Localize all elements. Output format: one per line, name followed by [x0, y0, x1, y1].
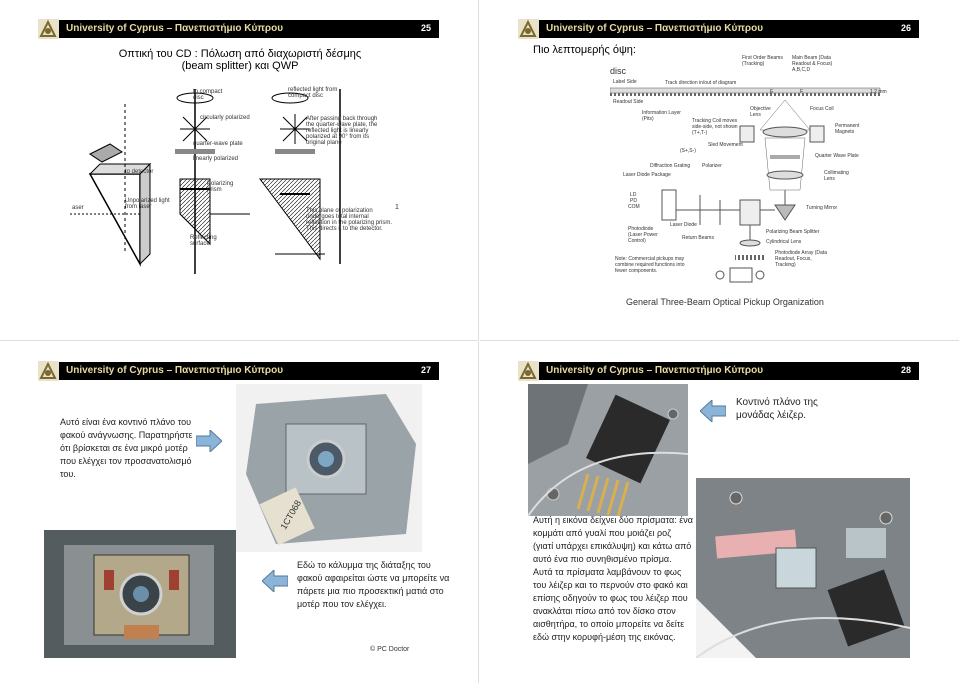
slide-header: University of Cyprus – Πανεπιστήμιο Κύπρ…	[518, 361, 919, 381]
label-diffraction-grating: Diffraction Grating	[650, 163, 691, 169]
label-plane-of-polarization: This plane of polarization undergoes tot…	[306, 208, 393, 232]
label-thickness: 1.2 mm	[870, 89, 887, 95]
motor-text: Εδώ το κάλυμμα της διάταξης του φακού αφ…	[297, 560, 450, 609]
label-ld: LD	[630, 192, 637, 198]
label-mark: 1	[395, 204, 399, 211]
label-reflected-light: reflected light from compact disc	[288, 87, 338, 99]
slide-number: 26	[900, 23, 911, 33]
title-line-1: Οπτική του CD : Πόλωση από διαχωριστή δέ…	[118, 48, 362, 60]
lens-closeup-photo: 1CT068	[236, 384, 422, 552]
slide-28: University of Cyprus – Πανεπιστήμιο Κύπρ…	[480, 342, 959, 683]
arrow-right-icon	[196, 430, 222, 452]
label-to-detector: to detector	[125, 169, 154, 175]
slide-title: Οπτική του CD : Πόλωση από διαχωριστή δέ…	[60, 48, 420, 72]
label-after-passing-back: After passing back through the quarter-w…	[306, 116, 378, 146]
label-unpolarized-light: Unpolarized light from laser	[125, 198, 170, 210]
label-label-side: Label Side	[613, 79, 637, 85]
university-logo	[518, 19, 539, 39]
label-note: Note: Commercial pickups may combine req…	[615, 256, 685, 274]
label-objective-lens: Objective Lens	[750, 106, 771, 118]
label-polarizer: Polarizer	[702, 163, 722, 169]
cd-optics-diagram	[70, 89, 341, 274]
prisms-photo	[696, 478, 910, 658]
slide-27: University of Cyprus – Πανεπιστήμιο Κύπρ…	[0, 342, 479, 683]
label-reflecting-surface: Reflecting surface	[190, 235, 217, 247]
label-f: F	[800, 89, 804, 95]
university-logo	[518, 361, 539, 381]
lens-motor-photo	[44, 530, 236, 658]
label-quarter-wave-plate: quarter-wave plate	[193, 141, 243, 147]
lens-closeup-text: Αυτό είναι ένα κοντινό πλάνο του φακού α…	[60, 417, 193, 479]
label-linearly-polarized: linearly polarized	[193, 156, 239, 162]
slide-number: 28	[900, 365, 911, 375]
university-name: University of Cyprus – Πανεπιστήμιο Κύπρ…	[546, 365, 764, 376]
title-line-2: (beam splitter) και QWP	[181, 60, 299, 72]
label-disc: disc	[610, 66, 627, 76]
label-sled-s: (S+,S-)	[680, 148, 696, 154]
credit: © PC Doctor	[370, 646, 410, 653]
label-qwp: Quarter Wave Plate	[815, 153, 859, 159]
slide-header: University of Cyprus – Πανεπιστήμιο Κύπρ…	[518, 19, 919, 39]
university-name: University of Cyprus – Πανεπιστήμιο Κύπρ…	[66, 23, 284, 34]
label-photodiode-array: Photodiode Array (Data Readout, Focus, T…	[775, 250, 827, 268]
slide-title: Πιο λεπτομερής όψη:	[533, 44, 636, 56]
university-name: University of Cyprus – Πανεπιστήμιο Κύπρ…	[66, 365, 284, 376]
label-cylindrical-lens: Cylindrical Lens	[766, 239, 802, 245]
arrow-left-icon	[700, 400, 726, 422]
label-return-beams: Return Beams	[682, 235, 714, 241]
label-com: COM	[628, 204, 640, 210]
laser-unit-photo	[528, 384, 688, 516]
label-information-layer: Information Layer (Pits)	[642, 110, 681, 122]
slide-25: University of Cyprus – Πανεπιστήμιο Κύπρ…	[0, 0, 479, 341]
label-first-order-beams: First Order Beams (Tracking)	[742, 55, 783, 67]
label-laser: aser	[72, 205, 84, 211]
slide-26: University of Cyprus – Πανεπιστήμιο Κύπρ…	[480, 0, 959, 341]
label-e: E	[770, 89, 774, 95]
label-track-direction: Track direction in/out of diagram	[665, 80, 737, 86]
slide-header: University of Cyprus – Πανεπιστήμιο Κύπρ…	[38, 361, 439, 381]
optical-pickup-diagram	[610, 87, 881, 283]
diagram-caption: General Three-Beam Optical Pickup Organi…	[626, 297, 824, 307]
prisms-text: Αυτή η εικόνα δείχνει δύο πρίσματα: ένα …	[533, 515, 693, 642]
label-focus-coil: Focus Coil	[810, 106, 834, 112]
label-turning-mirror: Turning Mirror	[806, 205, 838, 211]
label-polarizing-prism: Polarizing prism	[207, 181, 234, 193]
label-sled-movement: Sled Movement	[708, 142, 743, 148]
label-permanent-magnets: Permanent Magnets	[835, 123, 860, 135]
label-readout-side: Readout Side	[613, 99, 644, 105]
slide-number: 27	[420, 365, 431, 375]
label-pbs: Polarizing Beam Splitter	[766, 229, 820, 235]
label-pd: PD	[630, 198, 637, 204]
slide-header: University of Cyprus – Πανεπιστήμιο Κύπρ…	[38, 19, 439, 39]
university-name: University of Cyprus – Πανεπιστήμιο Κύπρ…	[546, 23, 764, 34]
label-collimating-lens: Collimating Lens	[824, 170, 849, 182]
slide-number: 25	[420, 23, 431, 33]
label-laser-diode: Laser Diode	[670, 222, 697, 228]
label-circularly-polarized: circularly polarized	[200, 115, 250, 121]
arrow-left-icon	[262, 570, 288, 592]
laser-closeup-text: Κοντινό πλάνο της μονάδας λέιζερ.	[736, 397, 818, 421]
label-laser-diode-package: Laser Diode Package	[623, 172, 671, 178]
university-logo	[38, 19, 59, 39]
university-logo	[38, 361, 59, 381]
label-to-compact-disc: to compact disc	[193, 89, 223, 101]
label-main-beam: Main Beam (Data Readout & Focus) A,B,C,D	[792, 55, 833, 73]
label-photodiode: Photodiode (Laser Power Control)	[628, 226, 658, 244]
prism-left	[88, 173, 141, 267]
label-tracking-coil: Tracking Coil moves side-side, not shown…	[692, 118, 738, 136]
